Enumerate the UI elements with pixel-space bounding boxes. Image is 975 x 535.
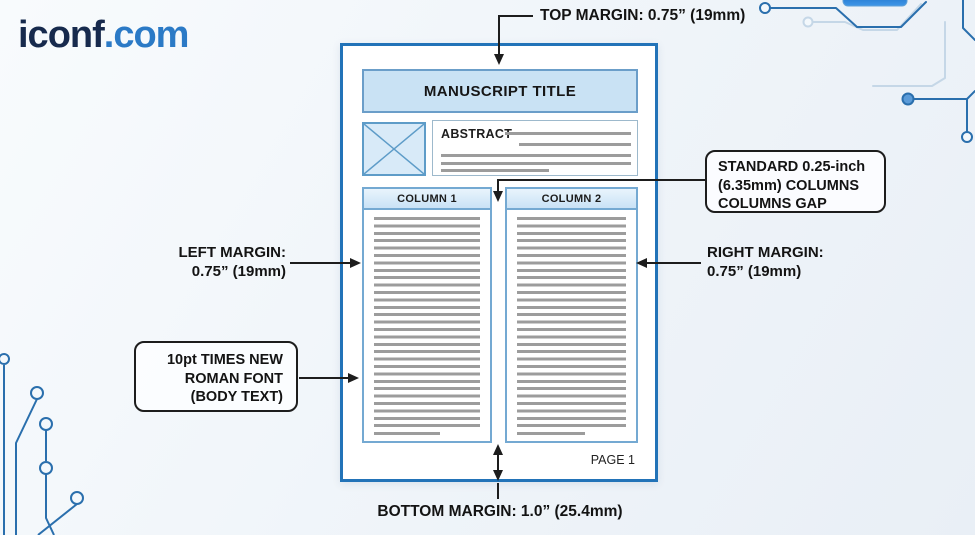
bottom-margin-label: BOTTOM MARGIN: 1.0” (25.4mm) <box>377 503 623 520</box>
right-margin-line1: RIGHT MARGIN: <box>707 244 824 261</box>
abstract-text-line <box>519 143 631 146</box>
manuscript-page: MANUSCRIPT TITLE ABSTRACT COLUMN 1 COLUM… <box>340 43 658 482</box>
abstract-text-line <box>441 169 549 172</box>
left-margin-line1: LEFT MARGIN: <box>178 244 286 261</box>
body-font-line2: ROMAN FONT <box>184 370 283 387</box>
body-text-last-line <box>517 432 585 435</box>
figure-cross-icon <box>363 123 425 175</box>
abstract-box: ABSTRACT <box>432 120 638 176</box>
left-margin-label: LEFT MARGIN: 0.75” (19mm) <box>120 243 286 281</box>
left-margin-line2: 0.75” (19mm) <box>191 263 286 280</box>
abstract-text-line <box>505 132 631 135</box>
abstract-label: ABSTRACT <box>441 127 513 141</box>
circuit-node-icon <box>901 92 915 106</box>
column-1: COLUMN 1 <box>362 187 492 443</box>
body-font-callout: 10pt TIMES NEW ROMAN FONT (BODY TEXT) <box>134 341 298 412</box>
column-1-header: COLUMN 1 <box>364 189 490 210</box>
brand-tld: .com <box>103 14 190 56</box>
columns-gap-line1: STANDARD 0.25-inch <box>718 159 866 175</box>
body-font-line1: 10pt TIMES NEW <box>166 352 283 368</box>
columns-gap-callout: STANDARD 0.25-inch (6.35mm) COLUMNS COLU… <box>705 150 886 213</box>
circuit-top-right <box>759 0 975 143</box>
column-2-body <box>507 210 636 435</box>
chip-icon <box>842 0 908 7</box>
column-2: COLUMN 2 <box>505 187 638 443</box>
body-text-placeholder <box>517 217 626 431</box>
brand-name: iconf <box>18 14 105 56</box>
page-number: PAGE 1 <box>590 453 635 467</box>
figure-placeholder <box>362 122 426 176</box>
column-1-body <box>364 210 490 435</box>
manuscript-title: MANUSCRIPT TITLE <box>362 69 638 113</box>
circuit-bottom-left <box>0 353 84 535</box>
columns-gap-line3: COLUMNS GAP <box>718 196 827 212</box>
column-2-header: COLUMN 2 <box>507 189 636 210</box>
abstract-text-line <box>441 154 631 157</box>
body-text-last-line <box>374 432 440 435</box>
body-font-line3: (BODY TEXT) <box>190 389 283 405</box>
abstract-text-line <box>441 162 631 165</box>
columns-gap-line2: (6.35mm) COLUMNS <box>718 177 859 194</box>
right-margin-line2: 0.75” (19mm) <box>707 263 802 280</box>
body-text-placeholder <box>374 217 480 431</box>
right-margin-label: RIGHT MARGIN: 0.75” (19mm) <box>707 243 824 281</box>
top-margin-label: TOP MARGIN: 0.75” (19mm) <box>540 7 746 24</box>
brand-logo[interactable]: iconf.com <box>18 14 190 57</box>
